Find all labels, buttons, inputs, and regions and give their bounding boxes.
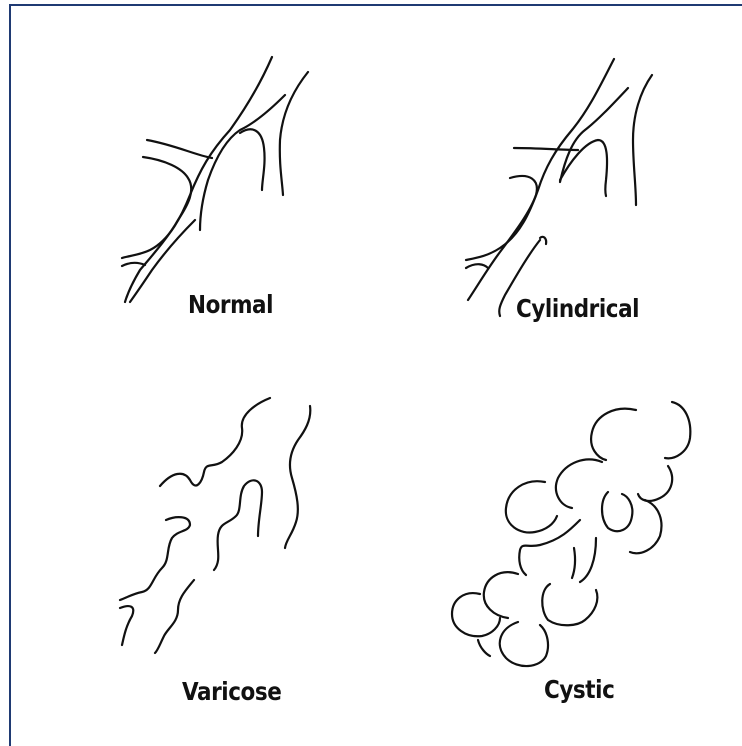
varicose-left-wall (120, 517, 190, 600)
normal-branch-upper-wall (147, 140, 212, 158)
normal-airway-drawing (122, 57, 308, 302)
cylindrical-airway-drawing (466, 59, 652, 316)
cystic-cyst-bottom (500, 622, 548, 666)
cylindrical-outer-right (633, 75, 652, 205)
varicose-upper-wall (160, 398, 270, 486)
cystic-cyst-top-right (665, 402, 690, 458)
normal-branch-upper-inner (125, 157, 191, 302)
cystic-cyst-mid-lower (519, 520, 580, 575)
cystic-cyst-center (602, 492, 632, 531)
cystic-cyst-lower-right (572, 538, 596, 582)
cystic-cyst-bottom-stub (478, 640, 490, 656)
label-varicose: Varicose (182, 677, 281, 706)
cystic-cyst-left (506, 481, 557, 532)
normal-lower-branch (130, 220, 195, 302)
cylindrical-left-wall (466, 59, 614, 260)
cylindrical-upper-inner (468, 176, 537, 300)
label-normal: Normal (188, 290, 273, 319)
cystic-cyst-right-mid (638, 466, 672, 501)
cystic-cyst-lower-left (484, 572, 518, 618)
cystic-airway-drawing (452, 402, 690, 666)
cystic-cyst-top (591, 409, 636, 460)
cylindrical-right-inner (560, 88, 628, 182)
cylindrical-stub (560, 140, 607, 196)
cystic-cyst-lower-center (542, 584, 597, 625)
normal-outer-right-wall (280, 72, 308, 195)
label-cystic: Cystic (544, 675, 614, 704)
normal-right-inner-wall (200, 95, 285, 230)
cylindrical-left-stub (466, 264, 488, 268)
varicose-lower-left (120, 606, 133, 645)
normal-stub-branch (240, 129, 265, 190)
varicose-airway-drawing (120, 398, 310, 653)
label-cylindrical: Cylindrical (516, 294, 639, 323)
cystic-cyst-bottom-left (452, 593, 500, 636)
varicose-lower-branch (155, 580, 194, 653)
varicose-right-wall (285, 406, 310, 548)
normal-left-stub (122, 263, 145, 266)
cylindrical-upper-branch (514, 148, 578, 150)
cystic-cyst-right-low (630, 500, 661, 553)
varicose-middle-branch (214, 480, 262, 570)
cystic-cyst-upper-mid (556, 459, 602, 508)
